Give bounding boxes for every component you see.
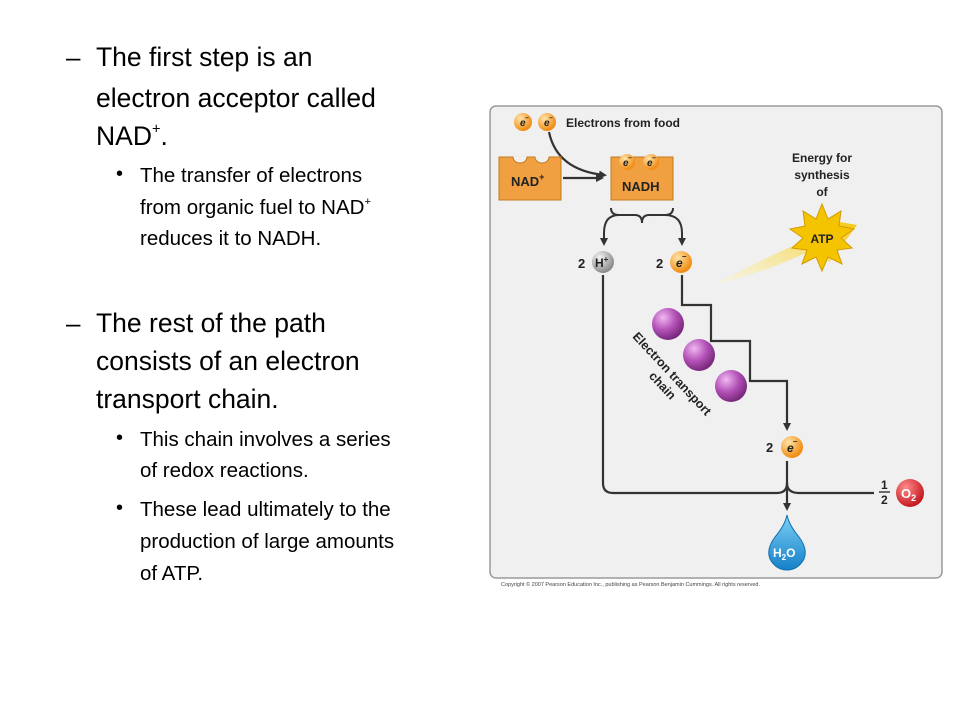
svg-text:NADH: NADH <box>622 179 660 194</box>
dot-bullet: • <box>116 163 124 185</box>
svg-text:H+: H+ <box>595 255 609 270</box>
svg-text:NAD+: NAD+ <box>511 172 544 189</box>
electron-icon: e – <box>781 436 803 458</box>
svg-text:e: e <box>544 118 550 129</box>
dash-bullet: – <box>66 308 81 338</box>
svg-text:1: 1 <box>881 478 888 492</box>
carrier-molecule-icon <box>715 370 747 402</box>
coefficient: 2 <box>766 440 773 455</box>
svg-text:2: 2 <box>881 493 888 507</box>
sub3-line3: of ATP. <box>140 562 204 585</box>
sub1-line1: The transfer of electrons <box>140 164 363 187</box>
hydrogen-path <box>601 275 789 495</box>
svg-text:e: e <box>623 158 629 169</box>
electron-transport-figure: e – e – Electrons from food NAD+ e – e –… <box>489 105 943 579</box>
svg-text:–: – <box>682 252 687 261</box>
copyright-notice: Copyright © 2007 Pearson Education Inc.,… <box>501 582 761 588</box>
svg-text:–: – <box>525 115 529 122</box>
svg-text:ATP: ATP <box>810 232 833 246</box>
energy-label-line2: synthesis <box>794 168 850 182</box>
water-drop-icon: H2O <box>768 514 806 571</box>
sub2-line1: This chain involves a series <box>140 428 391 451</box>
sub3-line2: production of large amounts <box>140 530 395 553</box>
arrow <box>600 214 620 246</box>
dash-bullet: – <box>66 42 81 72</box>
half-fraction: 1 2 <box>879 478 890 507</box>
point1-line2: electron acceptor called <box>96 83 376 113</box>
slide-text: – The first step is an electron acceptor… <box>0 0 480 600</box>
point2-line1: The rest of the path <box>96 308 326 338</box>
svg-text:–: – <box>549 115 553 122</box>
arrow <box>547 131 607 179</box>
svg-text:–: – <box>628 155 632 162</box>
electron-icon: e – <box>670 251 692 273</box>
svg-text:–: – <box>793 437 798 446</box>
nadh-box: e – e – NADH <box>610 154 674 201</box>
electron-staircase-path <box>680 275 791 431</box>
svg-text:H2O: H2O <box>773 546 795 562</box>
sub1-line2: from organic fuel to NAD+ <box>140 195 372 219</box>
oxygen-path <box>785 482 874 495</box>
electron-icon: e – <box>514 113 532 131</box>
coefficient: 2 <box>656 256 663 271</box>
electrons-from-food-label: Electrons from food <box>566 116 680 130</box>
arrow <box>664 214 686 246</box>
energy-label-line1: Energy for <box>792 151 852 165</box>
svg-text:–: – <box>652 155 656 162</box>
svg-text:e: e <box>520 118 526 129</box>
svg-text:e: e <box>647 158 653 169</box>
point2-line3: transport chain. <box>96 384 279 414</box>
sub2-line2: of redox reactions. <box>140 459 309 482</box>
oxygen-molecule-icon: O2 <box>896 479 924 507</box>
dot-bullet: • <box>116 427 124 449</box>
hydrogen-ion-icon: H+ <box>592 251 614 273</box>
point1-line3: NAD+. <box>96 121 168 151</box>
svg-text:e: e <box>787 441 794 455</box>
nad-box: NAD+ <box>498 156 562 201</box>
point1-line1: The first step is an <box>96 42 313 72</box>
electron-icon: e – <box>538 113 556 131</box>
energy-label-line3: of <box>816 185 828 199</box>
sub1-line3: reduces it to NADH. <box>140 227 322 250</box>
carrier-molecule-icon <box>683 339 715 371</box>
svg-text:O2: O2 <box>901 486 916 503</box>
dot-bullet: • <box>116 497 124 519</box>
sub3-line1: These lead ultimately to the <box>140 498 391 521</box>
point2-line2: consists of an electron <box>96 346 360 376</box>
atp-starburst-icon: ATP <box>788 202 856 273</box>
coefficient: 2 <box>578 256 585 271</box>
svg-text:e: e <box>676 256 683 270</box>
carrier-molecule-icon <box>652 308 684 340</box>
